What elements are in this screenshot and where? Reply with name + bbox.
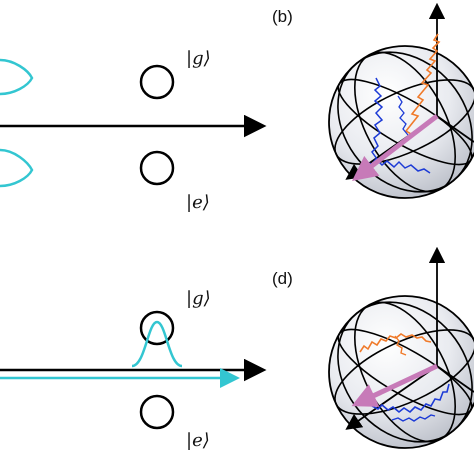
excited-state-label: |e⟩ bbox=[186, 192, 210, 213]
excited-state-label: |e⟩ bbox=[186, 430, 210, 451]
excited-level-circle bbox=[139, 150, 175, 186]
pulse-envelope-icon bbox=[131, 320, 183, 368]
ground-level-circle bbox=[139, 64, 175, 100]
pulse-envelope-icon bbox=[0, 58, 34, 96]
ground-state-label: |g⟩ bbox=[186, 288, 211, 309]
bloch-sphere-icon bbox=[328, 246, 474, 449]
ground-state-label: |g⟩ bbox=[186, 48, 211, 69]
panel-b-label: (b) bbox=[272, 7, 293, 26]
ground-level-circle bbox=[139, 310, 175, 346]
panel-c-schematic: |g⟩ |e⟩ bbox=[0, 288, 267, 451]
pulse-envelope-icon bbox=[0, 148, 34, 188]
bloch-sphere-icon bbox=[328, 2, 474, 199]
excited-level-circle bbox=[139, 394, 175, 430]
panel-a-schematic: |g⟩ |e⟩ bbox=[0, 48, 267, 213]
panel-d-label: (d) bbox=[272, 269, 293, 288]
